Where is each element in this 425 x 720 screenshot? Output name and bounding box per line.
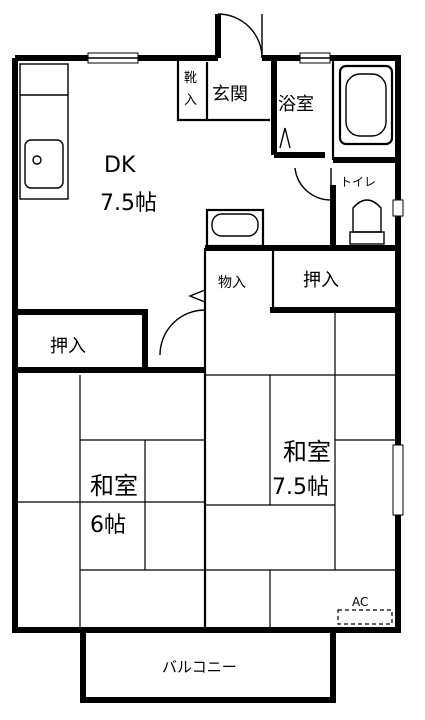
top-windows [87, 52, 331, 64]
monoire-label: 物入 [218, 275, 246, 291]
kitchen-counter [19, 63, 69, 200]
dk-name: DK [104, 153, 136, 178]
oshiire-right-label: 押入 [303, 270, 339, 291]
bathtub [338, 64, 394, 146]
washitsu-right-size: 7.5帖 [272, 475, 329, 500]
tatami-right [205, 310, 398, 630]
ac-label: AC [352, 595, 368, 609]
tatami-left [15, 375, 205, 630]
outer-walls [12, 14, 401, 703]
washitsu-left-name: 和室 [90, 472, 138, 500]
genkan-label: 玄関 [212, 84, 248, 105]
toilet-label: トイレ [340, 175, 376, 189]
interior-walls [15, 58, 398, 630]
right-window [392, 199, 404, 516]
bath-label: 浴室 [278, 94, 314, 115]
bath-door [279, 127, 291, 149]
toilet-fixture [349, 199, 385, 245]
toilet-door [294, 167, 332, 201]
ac-unit [337, 609, 393, 625]
washitsu-right-name: 和室 [283, 438, 331, 466]
kutsuire-label-2: 入 [184, 93, 197, 108]
oshiire-left-label: 押入 [50, 336, 86, 357]
entrance-door [217, 13, 263, 59]
washitsu-left-size: 6帖 [90, 513, 126, 538]
balcony-label: バルコニー [162, 658, 237, 676]
kutsuire-label-1: 靴 [184, 71, 197, 86]
washbasin [205, 208, 265, 248]
dk-size: 7.5帖 [100, 191, 157, 216]
